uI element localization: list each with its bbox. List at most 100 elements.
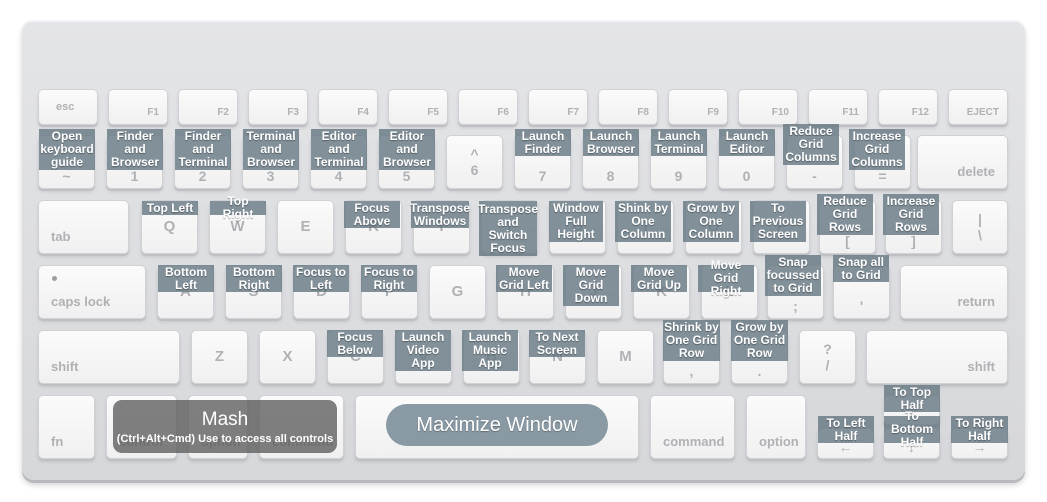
key-label-top: | — [978, 211, 982, 227]
key-m[interactable]: M — [597, 330, 654, 384]
key-label: shift — [51, 359, 79, 374]
key-label: F9 — [707, 107, 719, 118]
command-to-previous-screen: To Previous Screen — [750, 201, 806, 242]
command-launch-finder: Launch Finder — [515, 129, 571, 156]
command-open-keyboard-guide: Open keyboard guide — [39, 129, 95, 170]
command-grow-by-one-grid-row: Grow by One Grid Row — [731, 320, 788, 361]
key-label: G — [451, 283, 464, 300]
key-label-bottom: 6 — [470, 162, 479, 178]
key-label: W — [230, 218, 245, 235]
key-f12[interactable]: F12 — [878, 89, 938, 125]
key-label: X — [282, 348, 293, 365]
key-label: F2 — [217, 107, 229, 118]
mash-title: Mash — [201, 409, 249, 430]
key-label-top: ? — [823, 341, 832, 357]
key-label: F4 — [357, 107, 369, 118]
key-label: F3 — [287, 107, 299, 118]
key-label: delete — [957, 164, 995, 179]
key-label: F8 — [637, 107, 649, 118]
command-window-full-height: Window Full Height — [549, 201, 603, 242]
key-z[interactable]: Z — [191, 330, 248, 384]
command-top-right: Top Right — [210, 195, 266, 221]
key-slash[interactable]: ?/ — [799, 330, 856, 384]
key-f7[interactable]: F7 — [528, 89, 588, 125]
command-shink-by-one-column: Shink by One Column — [615, 201, 671, 242]
key-eject[interactable]: EJECT — [948, 89, 1008, 125]
mash-subtitle: (Ctrl+Alt+Cmd) Use to access all control… — [116, 433, 334, 445]
key-f9[interactable]: F9 — [668, 89, 728, 125]
command-move-grid-right: Move Grid Right — [698, 259, 754, 298]
key-shift-right[interactable]: shift — [866, 330, 1008, 384]
command-bottom-right: Bottom Right — [226, 265, 282, 292]
key-label: 5 — [402, 168, 411, 184]
key-label: 2 — [198, 168, 207, 184]
key-command-right[interactable]: command — [650, 395, 735, 459]
key-f2[interactable]: F2 — [178, 89, 238, 125]
key-label: . — [757, 363, 762, 379]
key-fn[interactable]: fn — [38, 395, 95, 459]
command-move-grid-left: Move Grid Left — [496, 265, 552, 292]
command-transpose-and-switch-focus: Transpose and Switch Focus — [477, 201, 539, 256]
key-shift-left[interactable]: shift — [38, 330, 180, 384]
key-label-top: ^ — [470, 146, 479, 162]
key-label: tab — [51, 229, 71, 244]
key-label: E — [300, 218, 311, 235]
key-label-bottom: / — [825, 357, 830, 373]
key-caps-lock[interactable]: caps lock — [38, 265, 146, 319]
key-label: return — [957, 294, 995, 309]
command-editor-and-terminal: Editor and Terminal — [311, 129, 367, 170]
key-label: option — [759, 434, 799, 449]
key-f5[interactable]: F5 — [388, 89, 448, 125]
key-label: 4 — [334, 168, 343, 184]
key-label: ; — [793, 298, 798, 314]
key-label: [ — [845, 233, 850, 249]
key-label: ] — [911, 233, 916, 249]
key-e[interactable]: E — [277, 200, 334, 254]
key-label: Z — [214, 348, 225, 365]
key-label: = — [878, 168, 887, 184]
key-label: Q — [163, 218, 176, 235]
command-editor-and-browser: Editor and Browser — [379, 129, 435, 170]
key-label: esc — [56, 101, 75, 113]
key-label: F1 — [147, 107, 159, 118]
command-focus-above: Focus Above — [344, 201, 400, 228]
key-f8[interactable]: F8 — [598, 89, 658, 125]
command-move-grid-up: Move Grid Up — [631, 265, 687, 292]
key-return[interactable]: return — [900, 265, 1008, 319]
key-esc[interactable]: esc — [38, 89, 98, 125]
key-tab[interactable]: tab — [38, 200, 129, 254]
caps-lock-indicator-icon — [52, 276, 57, 281]
command-to-right-half: To Right Half — [951, 416, 1008, 443]
key-g[interactable]: G — [429, 265, 486, 319]
key-label: EJECT — [966, 107, 999, 118]
key-delete[interactable]: delete — [917, 135, 1008, 189]
key-f3[interactable]: F3 — [248, 89, 308, 125]
command-launch-browser: Launch Browser — [583, 129, 639, 156]
command-increase-grid-rows: Increase Grid Rows — [883, 194, 939, 235]
key-label: F6 — [497, 107, 509, 118]
key-label: 0 — [742, 168, 751, 184]
command-launch-music-app: Launch Music App — [462, 330, 518, 371]
key-f6[interactable]: F6 — [458, 89, 518, 125]
key-label: F10 — [771, 107, 789, 118]
key-label: F12 — [911, 107, 929, 118]
key-label: 9 — [674, 168, 683, 184]
command-focus-to-left: Focus to Left — [293, 265, 349, 292]
key-f11[interactable]: F11 — [808, 89, 868, 125]
key-label: |\ — [953, 211, 1007, 243]
command-launch-editor: Launch Editor — [719, 129, 775, 156]
key-label: ~ — [62, 168, 71, 184]
command-maximize-window: Maximize Window — [386, 404, 608, 446]
key-label: 7 — [538, 168, 547, 184]
key-f10[interactable]: F10 — [738, 89, 798, 125]
key-backslash[interactable]: |\ — [952, 200, 1008, 254]
command-to-next-screen: To Next Screen — [529, 330, 585, 357]
command-grow-by-one-column: Grow by One Column — [683, 201, 739, 242]
key-x[interactable]: X — [259, 330, 316, 384]
key-option-right[interactable]: option — [746, 395, 806, 459]
key-6[interactable]: ^6 — [446, 135, 503, 189]
key-f4[interactable]: F4 — [318, 89, 378, 125]
command-bottom-left: Bottom Left — [158, 265, 214, 292]
key-f1[interactable]: F1 — [108, 89, 168, 125]
key-label: 3 — [266, 168, 275, 184]
